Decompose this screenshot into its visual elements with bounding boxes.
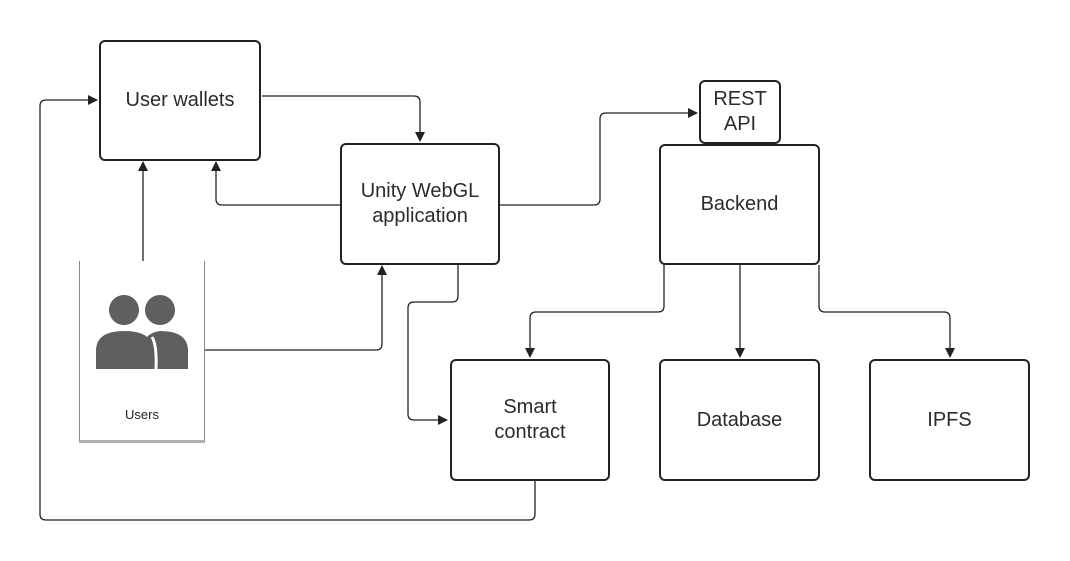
node-user-wallets: User wallets: [99, 40, 261, 161]
node-smart-contract: Smart contract: [450, 359, 610, 481]
edge-smart-contract-to-user-wallets: [39, 95, 536, 521]
edge-unity-to-smart-contract: [407, 265, 459, 425]
users-group-icon: [96, 295, 188, 369]
node-unity-webgl-application: Unity WebGL application: [340, 143, 500, 265]
node-rest-api: REST API: [699, 80, 781, 144]
node-database-label: Database: [696, 408, 783, 431]
edge-user-wallets-to-unity: [262, 95, 425, 142]
edge-unity-to-rest-api: [500, 108, 698, 206]
node-ipfs-label: IPFS: [927, 408, 972, 431]
node-rest-api-label: REST API: [713, 88, 767, 135]
edge-backend-to-smart-contract: [525, 265, 665, 358]
node-unity-webgl-label: Unity WebGL application: [360, 180, 480, 227]
node-database: Database: [659, 359, 820, 481]
node-backend: Backend: [659, 144, 820, 265]
node-smart-contract-label: Smart contract: [494, 396, 566, 443]
node-users: Users: [79, 261, 205, 443]
edge-unity-to-user-wallets: [211, 161, 340, 206]
node-users-label: Users: [125, 407, 159, 422]
node-user-wallets-label: User wallets: [125, 89, 235, 111]
edge-backend-to-ipfs: [818, 265, 955, 358]
node-ipfs: IPFS: [869, 359, 1030, 481]
edge-users-to-unity: [205, 265, 387, 351]
node-backend-label: Backend: [700, 193, 779, 215]
